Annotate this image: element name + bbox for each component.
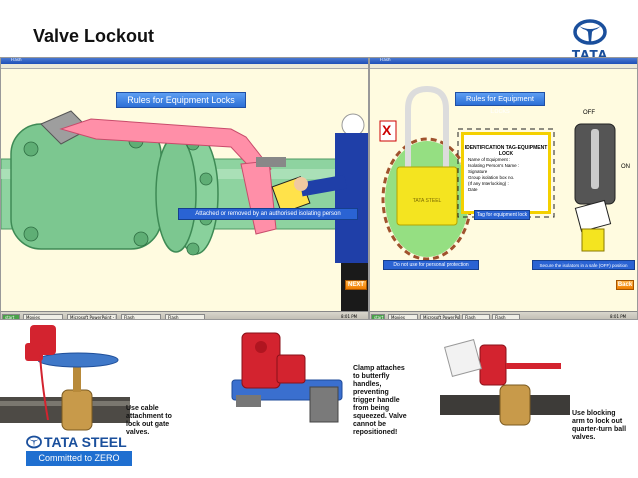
taskbar-item[interactable]: Movies <box>388 314 418 319</box>
valve-lock-illustration <box>1 69 368 311</box>
window-titlebar[interactable]: Flash <box>1 58 368 64</box>
tag-field: Isolating Person's Name : <box>468 163 520 168</box>
ball-valve-photo <box>440 339 570 426</box>
tata-emblem-icon <box>573 19 607 45</box>
taskbar-clock: 8:01 PM <box>341 314 358 319</box>
no-personal-caption: Do not use for personal protection <box>383 260 479 270</box>
gate-valve-photo <box>0 325 130 431</box>
taskbar-item[interactable]: Flash <box>121 314 161 319</box>
tag-caption: Tag for equipment lock <box>474 210 530 220</box>
rules-banner: Rules for Equipment Locks <box>455 92 545 115</box>
rules-banner: Rules for Equipment Locks <box>116 92 246 108</box>
tag-field: Date <box>468 187 478 192</box>
tata-logo: TATA <box>557 18 623 62</box>
taskbar-item[interactable]: Flash <box>492 314 520 319</box>
start-button[interactable]: start <box>371 314 385 319</box>
ball-valve-caption: Use blocking arm to lock out quarter-tur… <box>572 410 627 441</box>
right-flash-window: Flash File View Control Help Rules for E… <box>369 57 638 320</box>
tag-field: Name of Equipment : <box>468 157 511 162</box>
tata-emblem-icon <box>26 435 42 449</box>
window-title: Flash <box>11 57 22 62</box>
tag-field: (If any Interlocking) : <box>468 181 509 186</box>
taskbar: start Movies Microsoft PowerPoint - [...… <box>370 311 637 319</box>
tata-steel-logo: TATA STEEL <box>26 434 132 450</box>
start-button[interactable]: start <box>2 314 20 319</box>
identification-tag: IDENTIFICATION TAG-EQUIPMENT LOCK Name o… <box>461 132 551 214</box>
x-mark-icon: X <box>382 122 392 138</box>
tag-field: Signature <box>468 169 488 174</box>
butterfly-caption: Clamp attaches to butterfly handles, pre… <box>353 365 407 436</box>
gate-valve-caption: Use cable attachment to lock out gate va… <box>126 405 172 436</box>
lock-label: TATA STEEL <box>412 198 442 204</box>
taskbar-item[interactable]: Microsoft PowerPoint - [... <box>420 314 460 319</box>
slide-title: Valve Lockout <box>33 26 155 46</box>
taskbar-item[interactable]: Movies <box>23 314 63 319</box>
taskbar-item[interactable]: Flash <box>165 314 205 319</box>
back-button[interactable]: Back <box>616 280 634 290</box>
tag-title: IDENTIFICATION TAG-EQUIPMENT LOCK <box>464 145 548 157</box>
tag-field: Group isolation box no. <box>468 175 515 180</box>
off-label: OFF <box>583 110 595 116</box>
authorised-caption: Attached or removed by an authorised iso… <box>178 208 358 220</box>
taskbar-item[interactable]: Flash <box>462 314 490 319</box>
tata-steel-wordmark: TATA STEEL <box>44 434 127 450</box>
taskbar-clock: 8:01 PM <box>610 314 627 319</box>
taskbar: start Movies Microsoft PowerPoint - [...… <box>1 311 368 319</box>
next-button[interactable]: NEXT <box>345 280 367 290</box>
left-flash-window: Flash File View Control Help <box>0 57 369 320</box>
taskbar-item[interactable]: Microsoft PowerPoint - [... <box>67 314 117 319</box>
on-label: ON <box>621 164 630 170</box>
window-title: Flash <box>380 57 391 62</box>
secure-caption: Secure the isolators in a safe (OFF) pos… <box>532 260 635 270</box>
committed-badge: Committed to ZERO <box>26 451 132 466</box>
butterfly-valve-photo <box>231 332 343 423</box>
window-titlebar[interactable]: Flash <box>370 58 637 64</box>
